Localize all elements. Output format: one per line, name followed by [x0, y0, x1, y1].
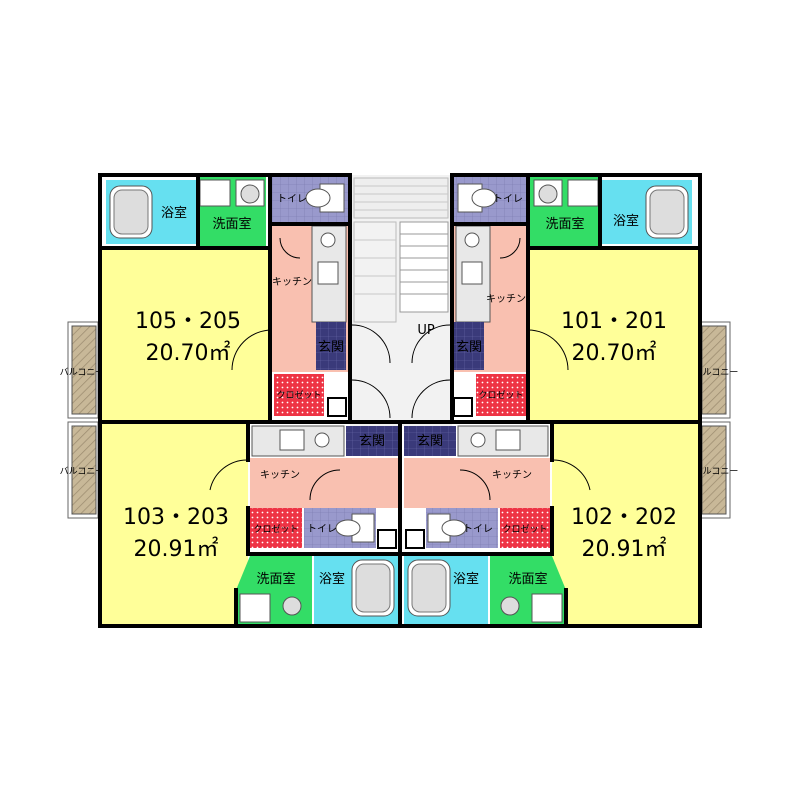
closet-label: クロゼット: [478, 389, 523, 401]
unit-number-102-202: 102・202: [571, 505, 677, 530]
toilet-label: トイレ: [277, 194, 307, 205]
closet-105: [274, 374, 324, 416]
stairs-up-label: UP: [417, 323, 435, 338]
corridor: [350, 380, 452, 426]
closet-101: [476, 374, 526, 416]
stairs: UP: [350, 175, 452, 420]
entrance-102: [404, 426, 456, 456]
kitchen-label: キッチン: [486, 293, 526, 305]
toilet-label: トイレ: [307, 524, 337, 535]
washroom-label: 洗面室: [545, 216, 584, 232]
unit-area-102-202: 20.91㎡: [582, 536, 667, 562]
washroom-label: 洗面室: [212, 216, 251, 232]
unit-area-103-203: 20.91㎡: [134, 536, 219, 562]
entrance-label: 玄関: [417, 434, 443, 449]
bath-label: 浴室: [453, 571, 479, 587]
room-102-202: [552, 424, 698, 626]
toilet-label: トイレ: [493, 194, 523, 205]
entrance-103: [346, 426, 398, 456]
unit-area-105-205: 20.70㎡: [146, 340, 231, 366]
room-103-203: [100, 424, 248, 626]
unit-number-101-201: 101・201: [561, 309, 667, 334]
bath-label: 浴室: [319, 571, 345, 587]
room-105-205: [100, 250, 272, 422]
kitchen-label: キッチン: [272, 276, 312, 288]
kitchen-103: [250, 458, 398, 508]
balcony-right-top: バルコニー: [694, 321, 739, 419]
entrance-label: 玄関: [359, 434, 385, 449]
entrance-label: 玄関: [456, 340, 482, 355]
closet-103: [250, 508, 302, 548]
closet-label: クロゼット: [253, 523, 298, 535]
washroom-label: 洗面室: [508, 571, 547, 587]
balcony-label: バルコニー: [694, 466, 739, 477]
unit-area-101-201: 20.70㎡: [572, 340, 657, 366]
washroom-label: 洗面室: [256, 571, 295, 587]
room-101-201: [528, 250, 698, 422]
kitchen-label: キッチン: [260, 469, 300, 481]
kitchen-label: キッチン: [492, 469, 532, 481]
bath-label: 浴室: [161, 205, 187, 221]
balcony-left-bottom: バルコニー: [60, 421, 105, 519]
balcony-label: バルコニー: [60, 367, 105, 378]
unit-number-103-203: 103・203: [123, 505, 229, 530]
closet-label: クロゼット: [502, 523, 547, 535]
entrance-label: 玄関: [318, 340, 344, 355]
toilet-label: トイレ: [463, 524, 493, 535]
entrance-105: [316, 322, 346, 370]
bath-label: 浴室: [613, 213, 639, 229]
balcony-left-top: バルコニー: [60, 321, 105, 419]
entrance-101: [454, 322, 484, 370]
kitchen-102: [404, 458, 550, 508]
closet-102: [500, 508, 550, 548]
balcony-label: バルコニー: [60, 466, 105, 477]
balcony-right-bottom: バルコニー: [694, 421, 739, 519]
balcony-label: バルコニー: [694, 367, 739, 378]
unit-number-105-205: 105・205: [135, 309, 241, 334]
closet-label: クロゼット: [276, 389, 321, 401]
